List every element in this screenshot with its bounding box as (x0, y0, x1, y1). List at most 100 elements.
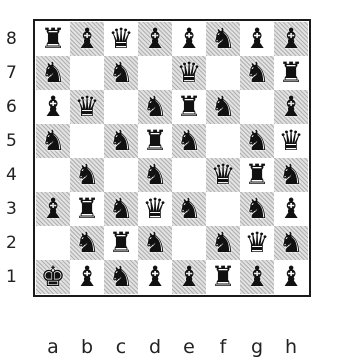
knight-icon[interactable]: ♞ (142, 158, 167, 192)
square-b4[interactable]: ♞ (70, 158, 104, 192)
square-e7[interactable]: ♛ (172, 56, 206, 90)
bishop-icon[interactable]: ♝ (278, 260, 303, 294)
square-c6[interactable] (104, 90, 138, 124)
queen-icon[interactable]: ♛ (278, 124, 303, 158)
bishop-icon[interactable]: ♝ (278, 90, 303, 124)
square-d1[interactable]: ♝ (138, 260, 172, 294)
knight-icon[interactable]: ♞ (74, 158, 99, 192)
square-g1[interactable]: ♝ (240, 260, 274, 294)
square-h8[interactable]: ♝ (274, 22, 308, 56)
square-g5[interactable]: ♞ (240, 124, 274, 158)
square-d5[interactable]: ♜ (138, 124, 172, 158)
square-f3[interactable] (206, 192, 240, 226)
square-h1[interactable]: ♝ (274, 260, 308, 294)
square-h7[interactable]: ♜ (274, 56, 308, 90)
square-d8[interactable]: ♝ (138, 22, 172, 56)
square-h6[interactable]: ♝ (274, 90, 308, 124)
knight-icon[interactable]: ♞ (244, 56, 269, 90)
king-icon[interactable]: ♚ (40, 260, 65, 294)
knight-icon[interactable]: ♞ (142, 226, 167, 260)
bishop-icon[interactable]: ♝ (40, 90, 65, 124)
square-c3[interactable]: ♞ (104, 192, 138, 226)
square-h5[interactable]: ♛ (274, 124, 308, 158)
knight-icon[interactable]: ♞ (210, 226, 235, 260)
square-a4[interactable] (36, 158, 70, 192)
queen-icon[interactable]: ♛ (108, 22, 133, 56)
rook-icon[interactable]: ♜ (176, 90, 201, 124)
square-c4[interactable] (104, 158, 138, 192)
square-g4[interactable]: ♜ (240, 158, 274, 192)
bishop-icon[interactable]: ♝ (176, 260, 201, 294)
square-d4[interactable]: ♞ (138, 158, 172, 192)
knight-icon[interactable]: ♞ (278, 158, 303, 192)
knight-icon[interactable]: ♞ (278, 226, 303, 260)
square-g2[interactable]: ♛ (240, 226, 274, 260)
knight-icon[interactable]: ♞ (176, 192, 201, 226)
square-f7[interactable] (206, 56, 240, 90)
knight-icon[interactable]: ♞ (108, 260, 133, 294)
knight-icon[interactable]: ♞ (108, 124, 133, 158)
square-a2[interactable] (36, 226, 70, 260)
square-b1[interactable]: ♝ (70, 260, 104, 294)
bishop-icon[interactable]: ♝ (142, 22, 167, 56)
square-f1[interactable]: ♜ (206, 260, 240, 294)
bishop-icon[interactable]: ♝ (244, 260, 269, 294)
square-e5[interactable]: ♞ (172, 124, 206, 158)
square-f6[interactable]: ♞ (206, 90, 240, 124)
bishop-icon[interactable]: ♝ (74, 260, 99, 294)
square-e1[interactable]: ♝ (172, 260, 206, 294)
square-b7[interactable] (70, 56, 104, 90)
queen-icon[interactable]: ♛ (74, 90, 99, 124)
square-e6[interactable]: ♜ (172, 90, 206, 124)
knight-icon[interactable]: ♞ (244, 192, 269, 226)
knight-icon[interactable]: ♞ (40, 124, 65, 158)
square-b3[interactable]: ♜ (70, 192, 104, 226)
rook-icon[interactable]: ♜ (40, 22, 65, 56)
rook-icon[interactable]: ♜ (210, 260, 235, 294)
bishop-icon[interactable]: ♝ (278, 192, 303, 226)
rook-icon[interactable]: ♜ (108, 226, 133, 260)
square-e3[interactable]: ♞ (172, 192, 206, 226)
square-a8[interactable]: ♜ (36, 22, 70, 56)
square-b6[interactable]: ♛ (70, 90, 104, 124)
queen-icon[interactable]: ♛ (176, 56, 201, 90)
square-c7[interactable]: ♞ (104, 56, 138, 90)
square-d3[interactable]: ♛ (138, 192, 172, 226)
square-f8[interactable]: ♞ (206, 22, 240, 56)
rook-icon[interactable]: ♜ (278, 56, 303, 90)
rook-icon[interactable]: ♜ (244, 158, 269, 192)
square-d6[interactable]: ♞ (138, 90, 172, 124)
knight-icon[interactable]: ♞ (142, 90, 167, 124)
square-h2[interactable]: ♞ (274, 226, 308, 260)
queen-icon[interactable]: ♛ (210, 158, 235, 192)
square-g7[interactable]: ♞ (240, 56, 274, 90)
square-h4[interactable]: ♞ (274, 158, 308, 192)
square-e2[interactable] (172, 226, 206, 260)
square-c2[interactable]: ♜ (104, 226, 138, 260)
square-e8[interactable]: ♝ (172, 22, 206, 56)
knight-icon[interactable]: ♞ (210, 90, 235, 124)
square-a5[interactable]: ♞ (36, 124, 70, 158)
square-g3[interactable]: ♞ (240, 192, 274, 226)
square-a3[interactable]: ♝ (36, 192, 70, 226)
square-h3[interactable]: ♝ (274, 192, 308, 226)
knight-icon[interactable]: ♞ (108, 192, 133, 226)
square-c5[interactable]: ♞ (104, 124, 138, 158)
square-c1[interactable]: ♞ (104, 260, 138, 294)
bishop-icon[interactable]: ♝ (40, 192, 65, 226)
rook-icon[interactable]: ♜ (142, 124, 167, 158)
bishop-icon[interactable]: ♝ (244, 22, 269, 56)
bishop-icon[interactable]: ♝ (74, 22, 99, 56)
knight-icon[interactable]: ♞ (74, 226, 99, 260)
square-f5[interactable] (206, 124, 240, 158)
square-b5[interactable] (70, 124, 104, 158)
square-g8[interactable]: ♝ (240, 22, 274, 56)
square-f4[interactable]: ♛ (206, 158, 240, 192)
square-a6[interactable]: ♝ (36, 90, 70, 124)
square-a7[interactable]: ♞ (36, 56, 70, 90)
bishop-icon[interactable]: ♝ (142, 260, 167, 294)
knight-icon[interactable]: ♞ (210, 22, 235, 56)
queen-icon[interactable]: ♛ (142, 192, 167, 226)
rook-icon[interactable]: ♜ (74, 192, 99, 226)
square-b8[interactable]: ♝ (70, 22, 104, 56)
